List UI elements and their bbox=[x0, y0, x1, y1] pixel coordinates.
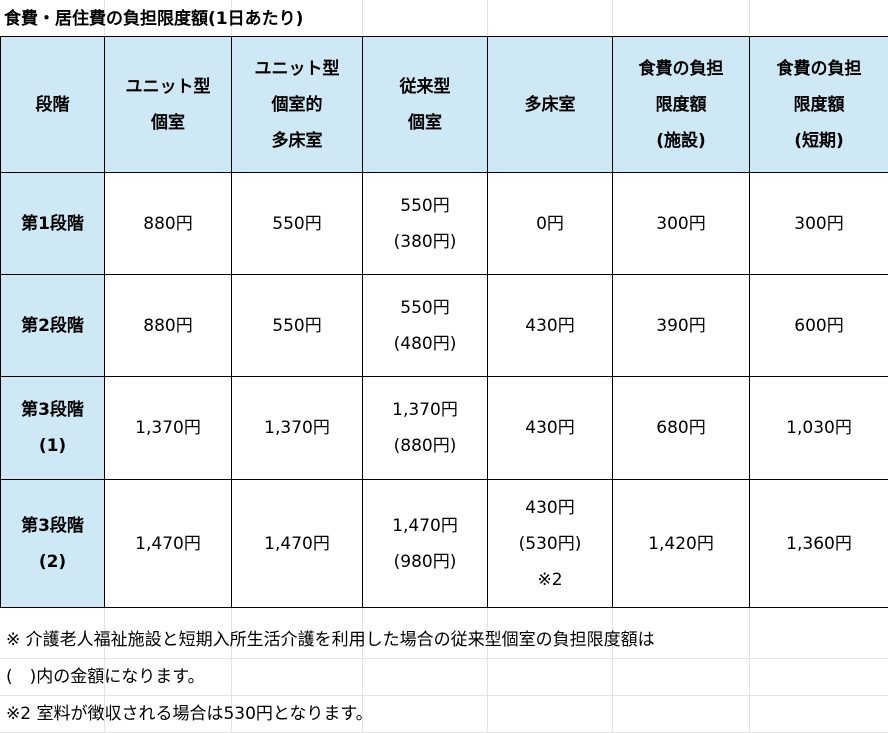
value-cell[interactable]: 600円 bbox=[750, 275, 888, 377]
note-line[interactable]: ※ 介護老人福祉施設と短期入所生活介護を利用した場合の従来型個室の負担限度額は bbox=[0, 622, 888, 659]
sheet-title: 食費・居住費の負担限度額(1日あたり) bbox=[4, 4, 303, 34]
value-cell[interactable]: 430円 bbox=[488, 275, 613, 377]
value-cell[interactable]: 1,370円 bbox=[232, 377, 363, 480]
stage-cell[interactable]: 第3段階(1) bbox=[1, 377, 105, 480]
value-cell[interactable]: 390円 bbox=[613, 275, 750, 377]
notes-section: ※ 介護老人福祉施設と短期入所生活介護を利用した場合の従来型個室の負担限度額は … bbox=[0, 622, 888, 733]
value-cell[interactable]: 550円(380円) bbox=[363, 173, 488, 275]
stage-cell[interactable]: 第3段階(2) bbox=[1, 480, 105, 608]
value-cell[interactable]: 1,420円 bbox=[613, 480, 750, 608]
header-row: 段階 ユニット型 個室 ユニット型 個室的 多床室 従来型 個室 多床室 食費の… bbox=[1, 37, 888, 173]
header-multi-bed[interactable]: 多床室 bbox=[488, 37, 613, 173]
value-cell[interactable]: 1,470円 bbox=[232, 480, 363, 608]
value-cell[interactable]: 430円 bbox=[488, 377, 613, 480]
value-cell[interactable]: 1,470円 bbox=[105, 480, 232, 608]
header-unit-private[interactable]: ユニット型 個室 bbox=[105, 37, 232, 173]
stage-cell[interactable]: 第2段階 bbox=[1, 275, 105, 377]
header-food-limit-facility[interactable]: 食費の負担 限度額 (施設) bbox=[613, 37, 750, 173]
value-cell[interactable]: 1,370円 bbox=[105, 377, 232, 480]
cost-table: 段階 ユニット型 個室 ユニット型 個室的 多床室 従来型 個室 多床室 食費の… bbox=[0, 36, 888, 608]
header-conventional-private[interactable]: 従来型 個室 bbox=[363, 37, 488, 173]
value-cell[interactable]: 880円 bbox=[105, 275, 232, 377]
value-cell[interactable]: 550円 bbox=[232, 173, 363, 275]
value-cell[interactable]: 430円(530円)※2 bbox=[488, 480, 613, 608]
value-cell[interactable]: 300円 bbox=[613, 173, 750, 275]
header-food-limit-short-stay[interactable]: 食費の負担 限度額 (短期) bbox=[750, 37, 888, 173]
value-cell[interactable]: 0円 bbox=[488, 173, 613, 275]
note-line[interactable]: ( )内の金額になります。 bbox=[0, 659, 888, 696]
value-cell[interactable]: 880円 bbox=[105, 173, 232, 275]
header-stage[interactable]: 段階 bbox=[1, 37, 105, 173]
value-cell[interactable]: 1,030円 bbox=[750, 377, 888, 480]
table-row: 第3段階(2) 1,470円 1,470円 1,470円(980円) 430円(… bbox=[1, 480, 888, 608]
note-line[interactable]: ※2 室料が徴収される場合は530円となります。 bbox=[0, 696, 888, 733]
value-cell[interactable]: 550円(480円) bbox=[363, 275, 488, 377]
value-cell[interactable]: 1,370円(880円) bbox=[363, 377, 488, 480]
table-row: 第2段階 880円 550円 550円(480円) 430円 390円 600円 bbox=[1, 275, 888, 377]
stage-cell[interactable]: 第1段階 bbox=[1, 173, 105, 275]
value-cell[interactable]: 1,360円 bbox=[750, 480, 888, 608]
table-row: 第3段階(1) 1,370円 1,370円 1,370円(880円) 430円 … bbox=[1, 377, 888, 480]
header-unit-semi-private[interactable]: ユニット型 個室的 多床室 bbox=[232, 37, 363, 173]
value-cell[interactable]: 1,470円(980円) bbox=[363, 480, 488, 608]
value-cell[interactable]: 300円 bbox=[750, 173, 888, 275]
table-row: 第1段階 880円 550円 550円(380円) 0円 300円 300円 bbox=[1, 173, 888, 275]
value-cell[interactable]: 550円 bbox=[232, 275, 363, 377]
value-cell[interactable]: 680円 bbox=[613, 377, 750, 480]
